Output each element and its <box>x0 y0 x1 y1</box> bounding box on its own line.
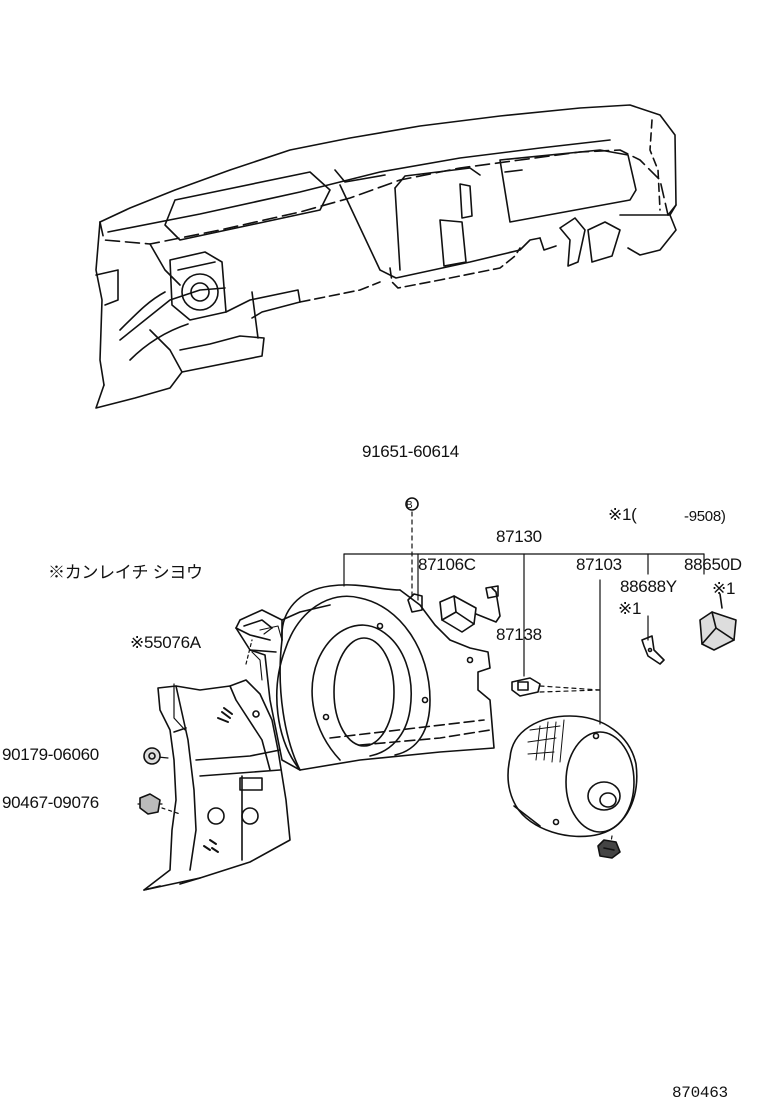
part-number-87138: 87138 <box>496 625 542 644</box>
note-1-range: -9508) <box>684 508 726 525</box>
part-number-90179-06060: 90179-06060 <box>2 745 99 764</box>
part-87138-illustration <box>511 677 541 697</box>
part-number-88688y: 88688Y <box>620 577 677 596</box>
part-number-55076a: ※55076A <box>130 633 201 652</box>
housing-detail-lines <box>251 625 283 681</box>
note-1-prefix: ※1( <box>608 505 637 524</box>
blower-housing-illustration <box>235 584 495 771</box>
part-88650d-illustration <box>699 593 737 651</box>
part-87106c-illustration <box>439 585 501 633</box>
blower-motor-illustration <box>507 715 638 859</box>
region-note-label: ※カンレイチ シヨウ <box>48 563 203 582</box>
part-88688y-illustration <box>641 635 665 665</box>
instrument-panel-illustration <box>95 104 677 409</box>
screw-b-label: B <box>406 500 413 511</box>
part-55076a-illustration <box>139 679 291 891</box>
part-number-87106c: 87106C <box>418 555 476 574</box>
note-star-1-88650d: ※1 <box>712 579 736 598</box>
part-number-88650d: 88650D <box>684 555 742 574</box>
part-number-91651-60614: 91651-60614 <box>362 442 459 461</box>
note-star-1-88688y: ※1 <box>618 599 642 618</box>
screw-b-callout-circle <box>405 497 419 511</box>
part-number-90467-09076: 90467-09076 <box>2 793 99 812</box>
part-number-87103: 87103 <box>576 555 622 574</box>
figure-number: 870463 <box>672 1084 728 1102</box>
part-number-87130: 87130 <box>496 527 542 546</box>
